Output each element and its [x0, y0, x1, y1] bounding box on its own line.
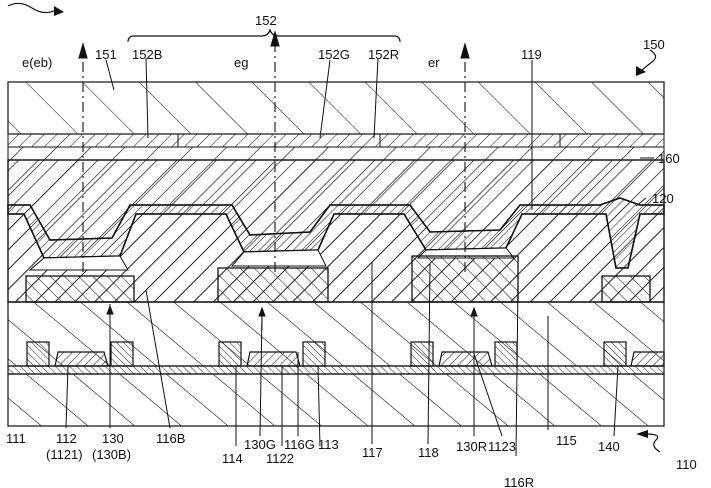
- label-130B: (130B): [92, 448, 131, 461]
- label-118: 118: [418, 446, 439, 459]
- wavy-arrow-110: [646, 434, 660, 452]
- label-130R: 130R: [456, 440, 487, 453]
- wavy-arrow-topleft: [8, 3, 56, 12]
- label-1123: 1123: [488, 440, 516, 453]
- pixel-electrode-130B: [26, 276, 134, 302]
- label-150: 150: [643, 38, 665, 51]
- arrowhead-topleft: [54, 6, 64, 16]
- label-er: er: [428, 56, 440, 69]
- label-120: 120: [652, 192, 674, 205]
- label-151: 151: [95, 48, 117, 61]
- label-e-eb: e(eb): [22, 56, 52, 69]
- label-113: 113: [318, 438, 339, 451]
- label-116G: 116G: [284, 438, 315, 451]
- pixel-electrode-130G: [218, 268, 328, 302]
- label-eg: eg: [234, 56, 248, 69]
- label-152R: 152R: [368, 48, 399, 61]
- label-152B: 152B: [132, 48, 162, 61]
- label-130: 130: [102, 432, 124, 445]
- filler-layer-160: [8, 147, 664, 160]
- brace-152: [128, 30, 400, 42]
- gate-insulator-layer: [8, 366, 664, 374]
- electrode-140: [602, 276, 650, 302]
- interlayer-115: [8, 302, 664, 366]
- label-115: 115: [556, 434, 577, 447]
- label-119: 119: [521, 48, 542, 61]
- label-160: 160: [658, 152, 680, 165]
- label-1121: (1121): [46, 448, 83, 461]
- color-filter-152: [8, 134, 664, 147]
- label-110: 110: [676, 458, 697, 471]
- emission-well-blue: [30, 256, 128, 270]
- label-111: 111: [6, 432, 26, 445]
- label-114: 114: [222, 452, 243, 465]
- emission-well-green: [232, 250, 326, 266]
- substrate-111: [8, 374, 664, 426]
- top-substrate-151: [8, 82, 664, 134]
- label-116R: 116R: [504, 476, 534, 488]
- label-152G: 152G: [318, 48, 350, 61]
- label-140: 140: [598, 440, 620, 453]
- label-152: 152: [255, 14, 277, 27]
- label-117: 117: [362, 446, 383, 459]
- arrowhead-110: [636, 430, 648, 438]
- label-116B: 116B: [156, 432, 185, 445]
- wavy-arrow-150: [640, 50, 656, 72]
- label-112: 112: [56, 432, 77, 445]
- label-1122: 1122: [266, 452, 294, 465]
- label-130G: 130G: [244, 438, 276, 451]
